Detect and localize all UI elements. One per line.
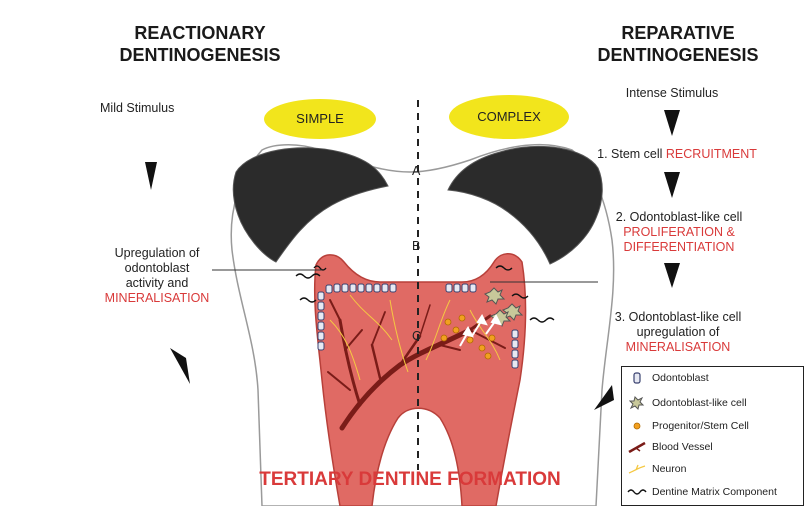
left-stimulus: Mild Stimulus [100,101,210,116]
legend-label-matrix: Dentine Matrix Component [652,486,777,498]
odontoblast-icon [622,372,652,384]
zone-label-c: C [412,329,421,343]
zone-label-a: A [412,164,420,178]
arrow-left-1 [145,162,157,190]
odontoblast-like-icon [622,395,652,411]
right-step1-red: RECRUITMENT [666,147,757,161]
legend-item-neuron: Neuron [622,463,686,475]
right-step3-line1: 3. Odontoblast-like cell [588,310,768,325]
right-stimulus: Intense Stimulus [612,86,732,101]
right-title-line2: DENTINOGENESIS [578,44,778,66]
left-step-line1: Upregulation of [82,246,232,261]
right-step1: 1. Stem cell RECRUITMENT [572,147,782,162]
left-step-line3: activity and [82,276,232,291]
right-step1-prefix: 1. Stem cell [597,147,666,161]
zone-label-b: B [412,239,420,253]
legend: Odontoblast Odontoblast-like cell Progen… [621,366,804,506]
right-step3: 3. Odontoblast-like cell upregulation of… [588,310,768,355]
arrow-left-2 [170,348,190,384]
right-step2-line3: DIFFERENTIATION [586,240,772,255]
legend-item-odontoblast: Odontoblast [622,372,709,384]
left-title-line2: DENTINOGENESIS [90,44,310,66]
legend-item-odontoblast-like: Odontoblast-like cell [622,395,747,411]
arrow-right-3 [664,263,680,288]
progenitor-icon [622,421,652,431]
left-step: Upregulation of odontoblast activity and… [82,246,232,306]
right-title: REPARATIVE DENTINOGENESIS [578,22,778,66]
legend-label-progenitor: Progenitor/Stem Cell [652,420,749,432]
right-step3-line2: upregulation of [588,325,768,340]
complex-label: COMPLEX [449,109,569,124]
legend-label-odontoblast-like: Odontoblast-like cell [652,397,747,409]
legend-item-progenitor: Progenitor/Stem Cell [622,420,749,432]
legend-item-blood-vessel: Blood Vessel [622,441,713,453]
matrix-component-icon [622,487,652,497]
left-step-line2: odontoblast [82,261,232,276]
right-title-line1: REPARATIVE [578,22,778,44]
legend-label-blood-vessel: Blood Vessel [652,441,713,453]
bottom-title: TERTIARY DENTINE FORMATION [230,469,590,491]
left-title: REACTIONARY DENTINOGENESIS [90,22,310,66]
legend-label-neuron: Neuron [652,463,686,475]
simple-label: SIMPLE [264,111,376,126]
neuron-icon [622,463,652,475]
right-step2: 2. Odontoblast-like cell PROLIFERATION &… [586,210,772,255]
arrow-right-2 [664,172,680,198]
legend-item-matrix: Dentine Matrix Component [622,486,777,498]
arrow-right-1 [664,110,680,136]
left-title-line1: REACTIONARY [90,22,310,44]
left-step-line4: MINERALISATION [82,291,232,306]
legend-label-odontoblast: Odontoblast [652,372,709,384]
right-step3-line3: MINERALISATION [588,340,768,355]
right-step2-line1: 2. Odontoblast-like cell [586,210,772,225]
right-step2-line2: PROLIFERATION & [586,225,772,240]
blood-vessel-icon [622,441,652,453]
